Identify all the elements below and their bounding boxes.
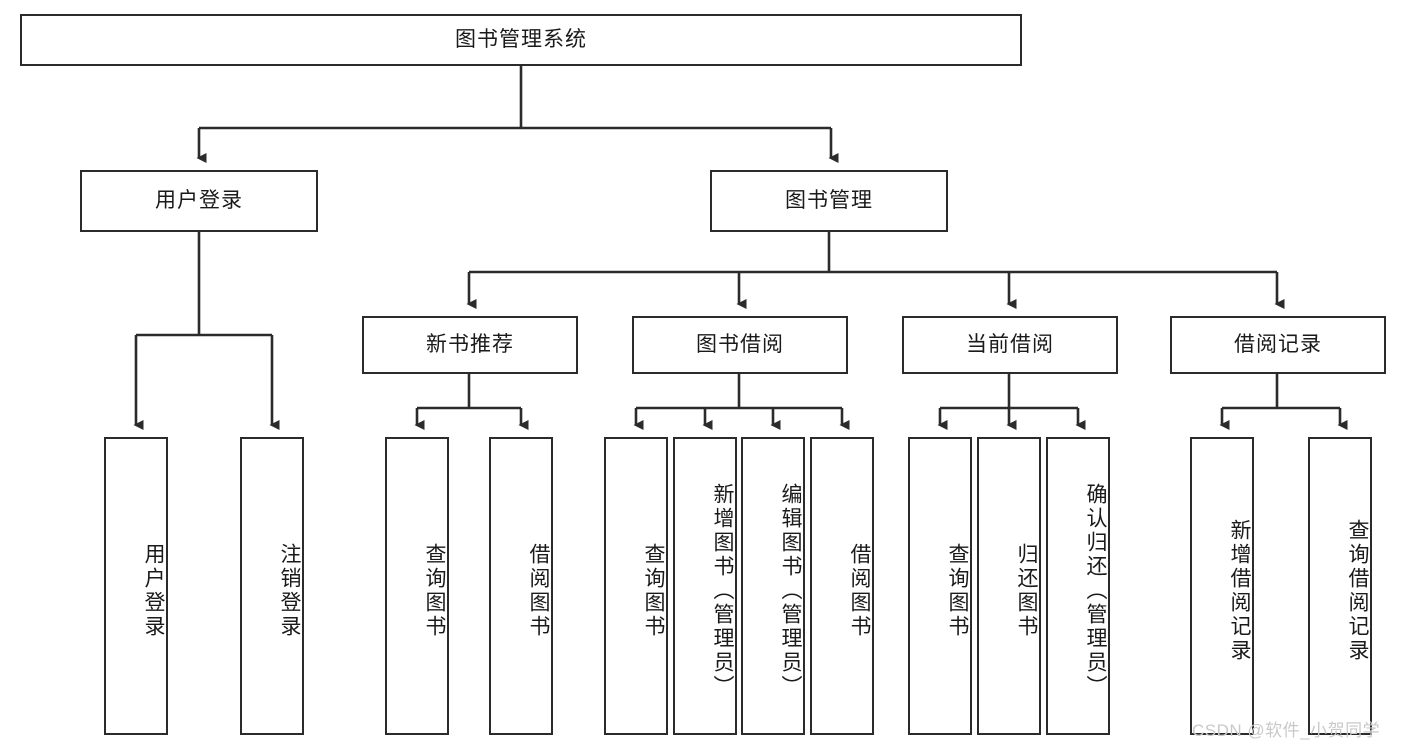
node-root-label: 图书管理系统 [455,27,587,51]
leaf-add-book-label: 新增图书（管理员） [711,483,734,699]
node-book-manage-label: 图书管理 [785,188,873,212]
leaf-user-logout[interactable]: 注销登录 [240,437,304,735]
leaf-user-login[interactable]: 用户登录 [104,437,168,735]
node-borrow-record-label: 借阅记录 [1234,332,1322,356]
node-user-login[interactable]: 用户登录 [80,170,318,232]
leaf-query-book-3-label: 查询图书 [946,543,969,639]
node-book-borrow-label: 图书借阅 [696,332,784,356]
leaf-return-book[interactable]: 归还图书 [977,437,1041,735]
node-current-borrow-label: 当前借阅 [966,332,1054,356]
leaf-query-book-1[interactable]: 查询图书 [385,437,449,735]
leaf-query-record-label: 查询借阅记录 [1346,519,1369,663]
leaf-confirm-return[interactable]: 确认归还（管理员） [1046,437,1110,735]
node-new-book-recommend-label: 新书推荐 [426,332,514,356]
leaf-confirm-return-label: 确认归还（管理员） [1084,483,1107,699]
node-book-manage[interactable]: 图书管理 [710,170,948,232]
leaf-borrow-book-2[interactable]: 借阅图书 [810,437,874,735]
leaf-edit-book[interactable]: 编辑图书（管理员） [741,437,805,735]
node-user-login-label: 用户登录 [155,188,243,212]
leaf-borrow-book-2-label: 借阅图书 [848,543,871,639]
node-new-book-recommend[interactable]: 新书推荐 [362,316,578,374]
leaf-add-record-label: 新增借阅记录 [1228,519,1251,663]
node-borrow-record[interactable]: 借阅记录 [1170,316,1386,374]
leaf-add-book[interactable]: 新增图书（管理员） [673,437,737,735]
csdn-watermark: CSDN @软件_小贺同学 [1192,721,1381,740]
leaf-query-book-2-label: 查询图书 [642,543,665,639]
leaf-borrow-book-1-label: 借阅图书 [527,543,550,639]
leaf-edit-book-label: 编辑图书（管理员） [779,483,802,699]
node-book-borrow[interactable]: 图书借阅 [632,316,848,374]
node-current-borrow[interactable]: 当前借阅 [902,316,1118,374]
leaf-query-book-1-label: 查询图书 [423,543,446,639]
leaf-query-book-3[interactable]: 查询图书 [908,437,972,735]
leaf-query-record[interactable]: 查询借阅记录 [1308,437,1372,735]
leaf-add-record[interactable]: 新增借阅记录 [1190,437,1254,735]
leaf-query-book-2[interactable]: 查询图书 [604,437,668,735]
leaf-borrow-book-1[interactable]: 借阅图书 [489,437,553,735]
leaf-return-book-label: 归还图书 [1015,543,1038,639]
leaf-user-logout-label: 注销登录 [278,543,301,639]
leaf-user-login-label: 用户登录 [142,543,165,639]
node-root[interactable]: 图书管理系统 [20,14,1022,66]
